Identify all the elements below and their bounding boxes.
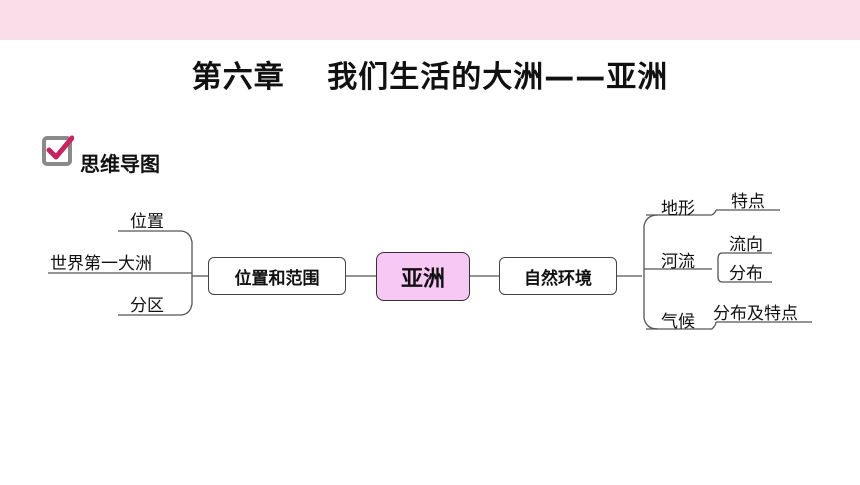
- checkmark-box-icon: [42, 135, 74, 166]
- leaf-regions: 分区: [130, 296, 164, 316]
- top-bar: [0, 0, 860, 40]
- group-rivers: 河流: [661, 252, 695, 272]
- leaf-river-flow: 流向: [729, 235, 763, 255]
- branch-location-range: 位置和范围: [208, 257, 346, 295]
- leaf-largest-continent: 世界第一大洲: [50, 254, 152, 274]
- leaf-location: 位置: [130, 212, 164, 232]
- section-label: 思维导图: [80, 152, 160, 176]
- group-terrain: 地形: [661, 199, 695, 219]
- leaf-river-distribution: 分布: [729, 264, 763, 284]
- leaf-climate-features: 分布及特点: [713, 304, 798, 324]
- leaf-terrain-features: 特点: [731, 192, 765, 212]
- page-title: 第六章 我们生活的大洲——亚洲: [191, 60, 669, 95]
- center-node-asia: 亚洲: [376, 252, 470, 301]
- branch-natural-environment: 自然环境: [499, 257, 617, 295]
- group-climate: 气候: [661, 312, 695, 332]
